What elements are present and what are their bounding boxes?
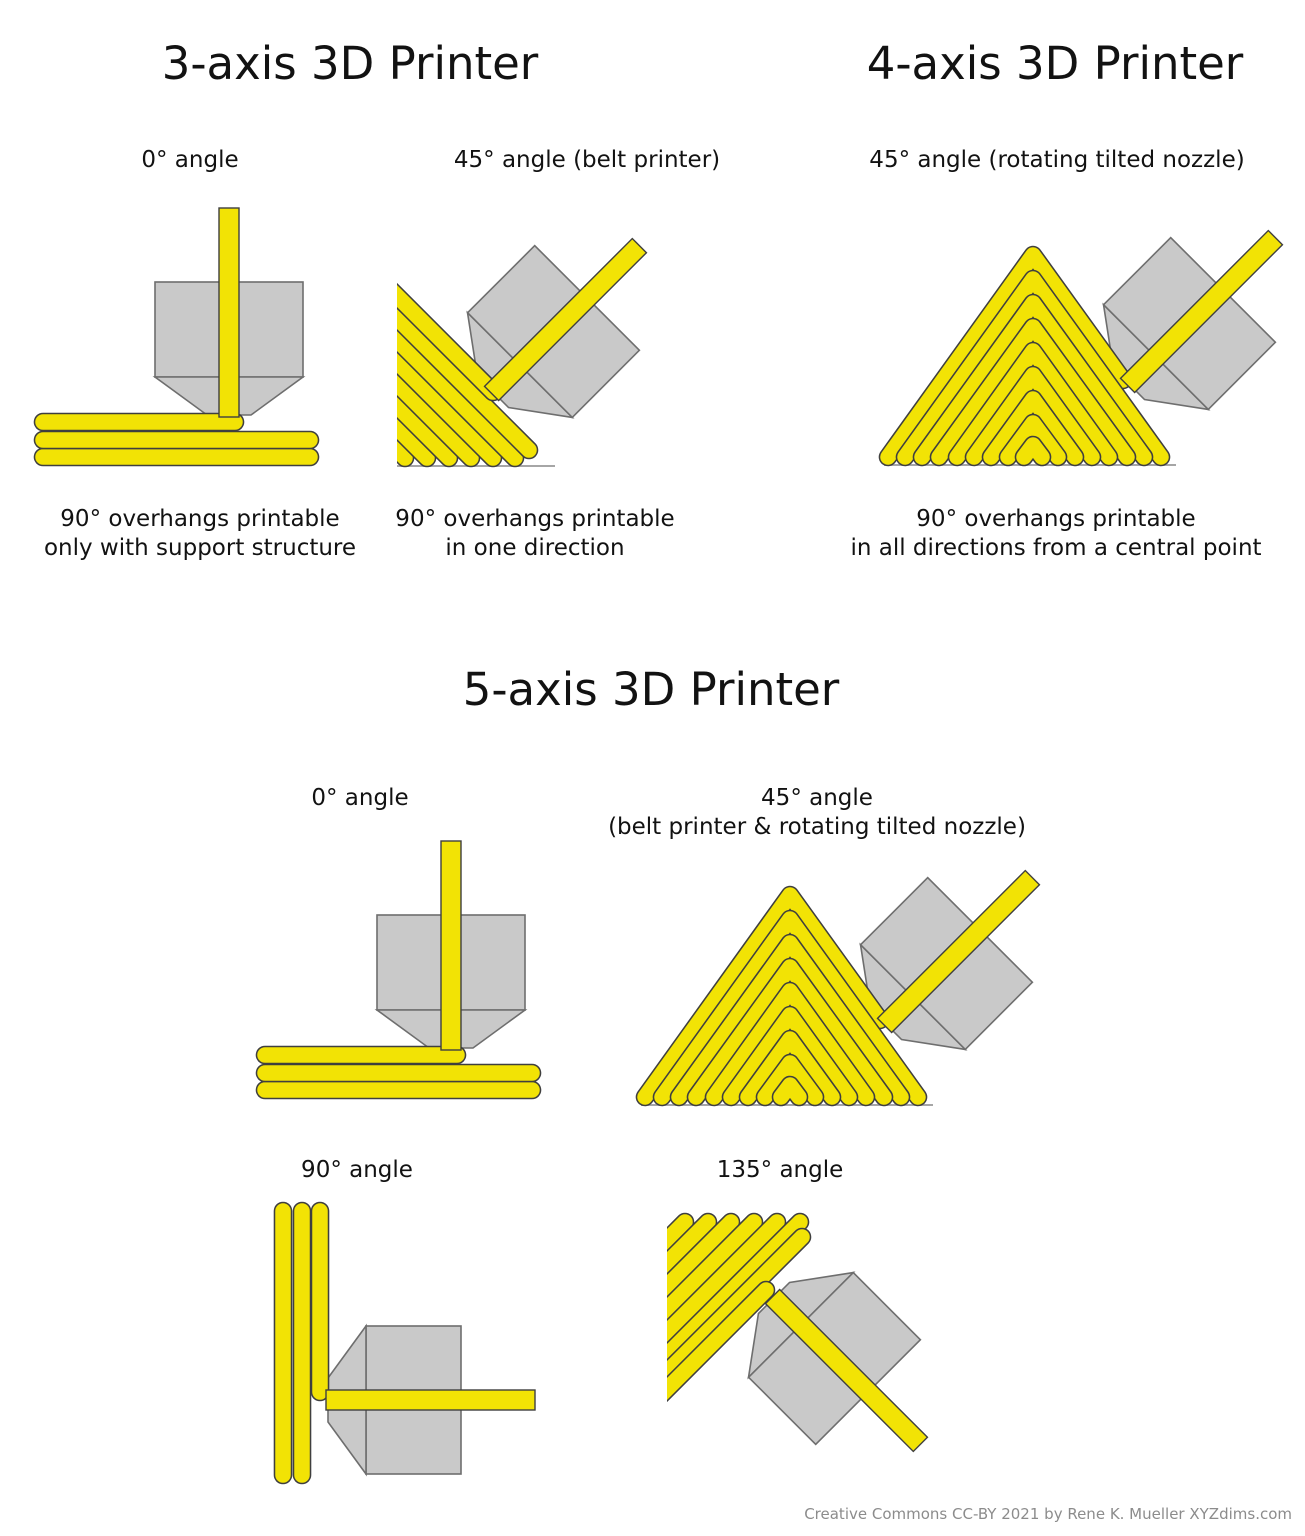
credit-line: Creative Commons CC-BY 2021 by Rene K. M… [804, 1505, 1292, 1523]
label-4axis-45deg: 45° angle (rotating tilted nozzle) [869, 147, 1245, 173]
title-5axis: 5-axis 3D Printer [462, 663, 840, 716]
figure-5axis-90deg [273, 1201, 536, 1485]
figure-5axis-45deg [627, 835, 1047, 1125]
printed-layer-bar [667, 1214, 785, 1343]
caption-line: 90° overhangs printable [395, 506, 675, 532]
title-3axis: 3-axis 3D Printer [161, 37, 539, 90]
printed-layer-stack [667, 1212, 812, 1403]
label-5axis-135deg: 135° angle [716, 1157, 844, 1183]
caption-line: in all directions from a central point [850, 535, 1262, 561]
title-4axis: 4-axis 3D Printer [866, 37, 1244, 90]
label-3axis-45deg: 45° angle (belt printer) [453, 147, 721, 173]
caption-line: 90° overhangs printable [60, 506, 340, 532]
printed-layer-bar [397, 329, 523, 466]
printed-layer-bar [397, 351, 501, 466]
printed-layer-bar [397, 307, 537, 458]
figure-5axis-135deg [667, 1212, 929, 1453]
figure-3axis-45deg [397, 237, 648, 468]
figure-3axis-0deg [30, 200, 330, 475]
printed-layer-bar [667, 1214, 739, 1297]
label-5axis-45deg: 45° angle (belt printer & rotating tilte… [608, 784, 1026, 842]
printed-layer-bar [667, 1214, 762, 1320]
printed-layer-bar [667, 1214, 716, 1274]
printed-layer-bar [667, 1229, 810, 1383]
printed-layer-stack [397, 282, 539, 468]
caption-line: 90° overhangs printable [916, 506, 1196, 532]
caption-4axis-45deg: 90° overhangs printable in all direction… [850, 505, 1261, 563]
caption-3axis-45deg: 90° overhangs printable in one direction [395, 505, 674, 563]
printed-layer-bar [667, 1282, 774, 1400]
caption-3axis-0deg: 90° overhangs printable only with suppor… [44, 505, 356, 563]
label-3axis-0deg: 0° angle [141, 147, 239, 173]
printed-layer-bar [667, 1214, 808, 1366]
figure-5axis-0deg [252, 833, 552, 1108]
printed-layer-bar [397, 395, 457, 466]
label-line: (belt printer & rotating tilted nozzle) [608, 814, 1026, 840]
printed-layer-bar [397, 285, 501, 400]
caption-line: in one direction [445, 535, 625, 561]
printed-layer-bar [397, 373, 479, 466]
label-5axis-0deg: 0° angle [311, 785, 409, 811]
caption-line: only with support structure [43, 535, 357, 561]
figure-4axis-45deg [870, 195, 1290, 485]
label-5axis-90deg: 90° angle [301, 1157, 413, 1183]
label-line: 45° angle [761, 785, 873, 811]
